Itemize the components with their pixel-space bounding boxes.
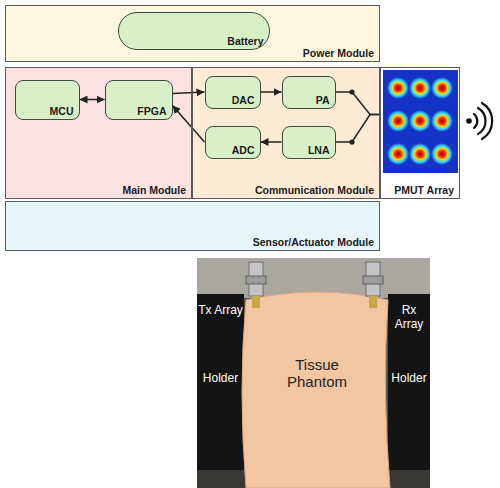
battery-pill: Battery [118,12,270,50]
module-label: Communication Module [255,184,374,196]
process-box: LNA [282,126,336,159]
block-label: PA [316,94,330,106]
block-label: DAC [232,94,255,106]
module-label: Power Module [303,47,374,59]
module-ground [5,5,380,62]
connector-body [249,262,263,296]
process-box: PA [282,76,336,109]
block-label: MCU [50,105,74,117]
phantom-label: Tissue Phantom [272,356,362,391]
module-ground [5,201,380,251]
field-spot [387,77,409,99]
sensor-module-band: Sensor/Actuator Module [5,201,380,251]
wave-arc [474,114,477,128]
module-label: PMUT Array [394,184,454,196]
array-label: Rx Array [389,304,429,332]
block-label: Battery [227,35,263,47]
photo-wall [197,258,430,298]
wave-source [466,118,472,124]
tx-holder [197,294,244,470]
module-ground [380,67,460,199]
connector-nut [246,276,266,284]
field-spot [409,77,431,99]
field-spot [431,77,453,99]
switch-terminal [349,89,354,94]
connector-pin [252,296,260,308]
field-spot [409,110,431,132]
field-spot [409,143,431,165]
tissue-phantom-block [242,292,390,488]
holder-label: Holder [389,372,429,386]
signal-connector [261,141,282,143]
field-spots [387,77,453,165]
field-spot [387,143,409,165]
module-ground [5,67,192,199]
signal-connector [173,106,205,143]
signal-connector [80,99,105,101]
module-label: Sensor/Actuator Module [253,236,374,248]
process-box: MCU [15,80,80,120]
photo-table [197,470,430,488]
pmut-array-panel: PMUT Array [380,67,460,199]
tx-connector [246,262,266,308]
block-label: ADC [232,144,255,156]
field-background [383,70,458,173]
connector-body [366,262,380,296]
array-label: Tx Array [198,304,243,318]
connector-pin [369,296,377,308]
field-spot [431,143,453,165]
setup-photo [197,258,430,488]
process-box: FPGA [105,80,173,120]
module-label: Main Module [122,184,186,196]
module-ground [192,67,380,199]
rx-holder [388,294,430,470]
wave-arc [482,103,492,139]
signal-connector [261,91,282,93]
field-spot [387,110,409,132]
process-box: DAC [205,76,261,109]
block-label: LNA [308,144,330,156]
pmut-field-image [383,70,458,173]
signal-connector [336,115,381,142]
signal-connector [173,92,205,94]
main-module-panel: Main Module MCU FPGA [5,67,192,199]
switch-terminal [349,139,354,144]
wave-arc [478,108,486,134]
field-spot [431,110,453,132]
rx-connector [363,262,383,308]
signal-connector [336,92,381,115]
process-box: ADC [205,126,261,159]
photo-background [197,258,430,488]
wave-symbol [466,103,492,139]
block-label: FPGA [137,105,166,117]
power-module-band: Power Module Battery [5,5,380,62]
holder-label: Holder [198,372,243,386]
connector-nut [363,276,383,284]
communication-module-panel: Communication Module DAC PA ADC LNA [192,67,380,199]
